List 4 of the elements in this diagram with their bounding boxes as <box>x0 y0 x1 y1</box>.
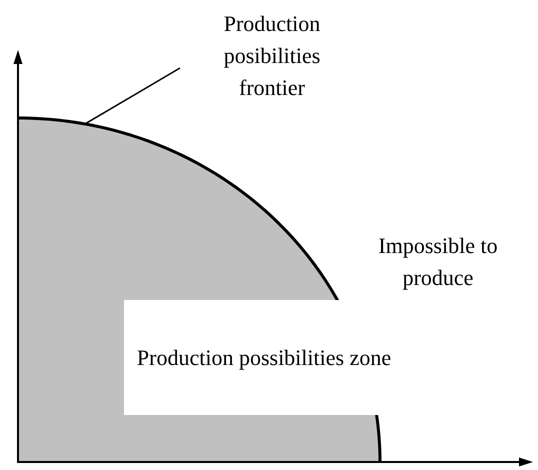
region-label: Impossible to produce <box>377 232 499 292</box>
leader-line <box>84 67 180 125</box>
zone-label: Production possibilities zone <box>136 344 392 372</box>
frontier-label: Production posibilities frontier <box>222 10 322 102</box>
